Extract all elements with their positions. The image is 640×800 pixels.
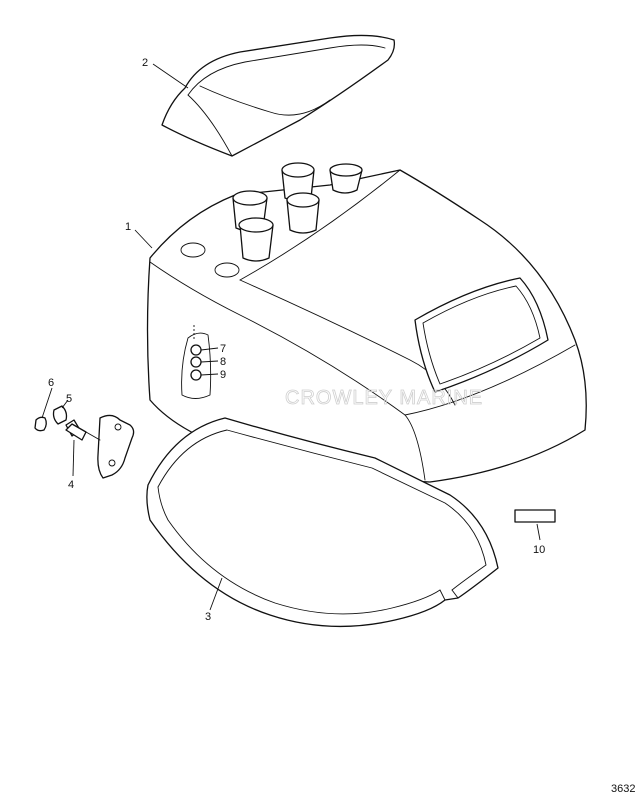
intake-towers [232,162,363,262]
figure-number: 3632 [611,783,635,795]
bottom-seal [146,417,499,628]
callout-10: 10 [533,544,545,556]
callout-labels: 2 1 7 8 9 6 5 4 3 10 [48,57,545,623]
callout-7: 7 [220,343,226,355]
callout-3: 3 [205,611,211,623]
callout-1: 1 [125,221,131,233]
callout-6: 6 [48,377,54,389]
watermark-text: CROWLEY MARINE [285,387,483,409]
grommet-set [190,325,219,381]
callout-2: 2 [142,57,148,69]
mounting-bracket-assembly [34,405,135,479]
leader-lines [41,63,541,611]
callout-5: 5 [66,393,72,405]
callout-9: 9 [220,369,226,381]
callout-4: 4 [68,479,74,491]
callout-8: 8 [220,356,226,368]
decal-part [514,509,556,523]
top-cover-panel [161,34,396,157]
